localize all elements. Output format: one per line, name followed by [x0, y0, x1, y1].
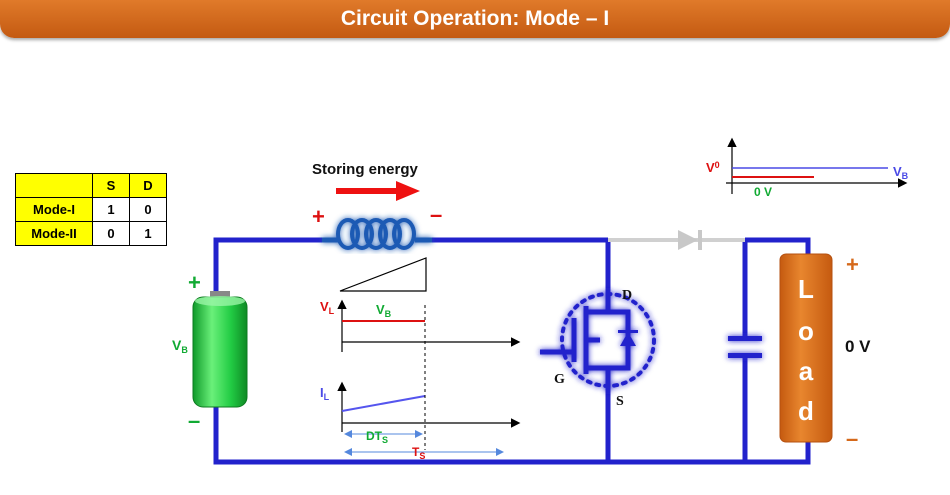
vl-label: VL	[320, 299, 335, 316]
current-arrow-icon	[336, 181, 420, 201]
wire-loop-right-bottom	[213, 237, 811, 465]
title-bar: Circuit Operation: Mode – I	[0, 0, 950, 38]
inductor-icon	[322, 218, 432, 250]
diode-icon	[678, 230, 702, 250]
load-voltage: 0 V	[845, 337, 871, 356]
load-plus: +	[846, 252, 859, 277]
table-cell-mode: Mode-I	[15, 197, 93, 222]
table-row: Mode-II 0 1	[15, 221, 167, 246]
table-cell-s: 1	[92, 197, 130, 222]
state-table: S D Mode-I 1 0 Mode-II 0 1	[15, 173, 167, 246]
circuit-wires	[213, 237, 811, 465]
table-header-cell	[15, 173, 93, 198]
load-letter: o	[798, 316, 814, 346]
vo-label: V0	[706, 160, 720, 175]
vb-label-graph: VB	[893, 164, 909, 181]
source-label: S	[616, 394, 624, 409]
table-header-row: S D	[15, 173, 167, 198]
table-cell-d: 1	[129, 221, 167, 246]
table-cell-s: 0	[92, 221, 130, 246]
table-cell-mode: Mode-II	[15, 221, 93, 246]
load-letter: d	[798, 396, 814, 426]
wire-left-top	[213, 237, 322, 292]
mosfet-switch-icon	[540, 290, 656, 392]
dts-label: DTS	[366, 429, 388, 445]
table-cell-d: 0	[129, 197, 167, 222]
load-box	[779, 253, 833, 443]
table-header-cell: D	[129, 173, 167, 198]
inductor-minus: –	[430, 202, 442, 227]
drain-label: D	[622, 288, 632, 303]
battery-icon	[192, 291, 248, 408]
page-title: Circuit Operation: Mode – I	[340, 7, 610, 30]
table-row: Mode-I 1 0	[15, 197, 167, 222]
output-voltage-graph	[726, 137, 908, 194]
load-minus: –	[846, 426, 858, 451]
battery-label: VB	[172, 337, 188, 355]
il-label: IL	[320, 385, 330, 402]
ts-label: TS	[412, 445, 425, 461]
battery-plus: +	[188, 270, 201, 295]
load-letter: a	[799, 356, 814, 386]
inductor-plus: +	[312, 204, 325, 229]
vb-label-waveform: VB	[376, 302, 392, 319]
load-letter: L	[798, 274, 814, 304]
waveform-panel	[322, 254, 521, 456]
inductor-caption: Storing energy	[312, 161, 419, 178]
table-header-cell: S	[92, 173, 130, 198]
zero-volt-label: 0 V	[754, 185, 772, 199]
capacitor-icon	[728, 336, 762, 358]
battery-minus: –	[188, 408, 200, 433]
gate-label: G	[554, 372, 565, 387]
